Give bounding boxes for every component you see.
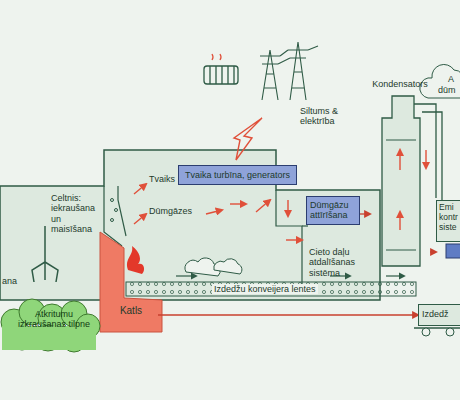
node-text: Tvaika turbīna, generators xyxy=(185,170,290,180)
node-text: Emi kontr siste xyxy=(439,203,459,232)
turbine-box: Tvaika turbīna, generators xyxy=(178,165,297,185)
node-text: Izdedž xyxy=(422,309,458,319)
flow-connector xyxy=(158,314,418,315)
condenser-tower: Kondensators xyxy=(370,78,430,266)
slag-container: Izdedž xyxy=(418,304,460,326)
node-text: Katls xyxy=(105,305,157,317)
flow-connector xyxy=(360,213,370,214)
solids-separation-room: Cieto daļu atdalīšanas sistēma xyxy=(308,246,370,279)
boiler-block: Katls xyxy=(104,304,158,326)
node-text: Dūmgāzu attīrīšana xyxy=(310,200,356,221)
cut-label: ana xyxy=(2,276,17,286)
waste-bunker: Atkritumu izkraušanas tilpne xyxy=(16,308,92,331)
flow-label: Tvaiks xyxy=(149,174,175,184)
conveyor-label: Izdedžu konveijera lentes xyxy=(212,284,318,294)
node-text: Atkritumu izkraušanas tilpne xyxy=(17,309,91,330)
emission-control-box: Emi kontr siste xyxy=(436,200,460,242)
flow-connector xyxy=(430,251,436,252)
node-text: Celtnis: iekraušana un maisīšana xyxy=(51,193,103,234)
cut-label: A xyxy=(448,74,454,84)
crane-room: Celtnis: iekraušana un maisīšana xyxy=(50,192,104,235)
node-text: Kondensators xyxy=(371,79,429,89)
flow-label: Dūmgāzes xyxy=(149,206,192,216)
flue-cleaning-box: Dūmgāzu attīrīšana xyxy=(306,196,360,225)
cut-label: dūm xyxy=(438,85,456,95)
node-text: Cieto daļu atdalīšanas sistēma xyxy=(309,247,369,278)
output-label: Siltums & elektrība xyxy=(300,106,360,127)
